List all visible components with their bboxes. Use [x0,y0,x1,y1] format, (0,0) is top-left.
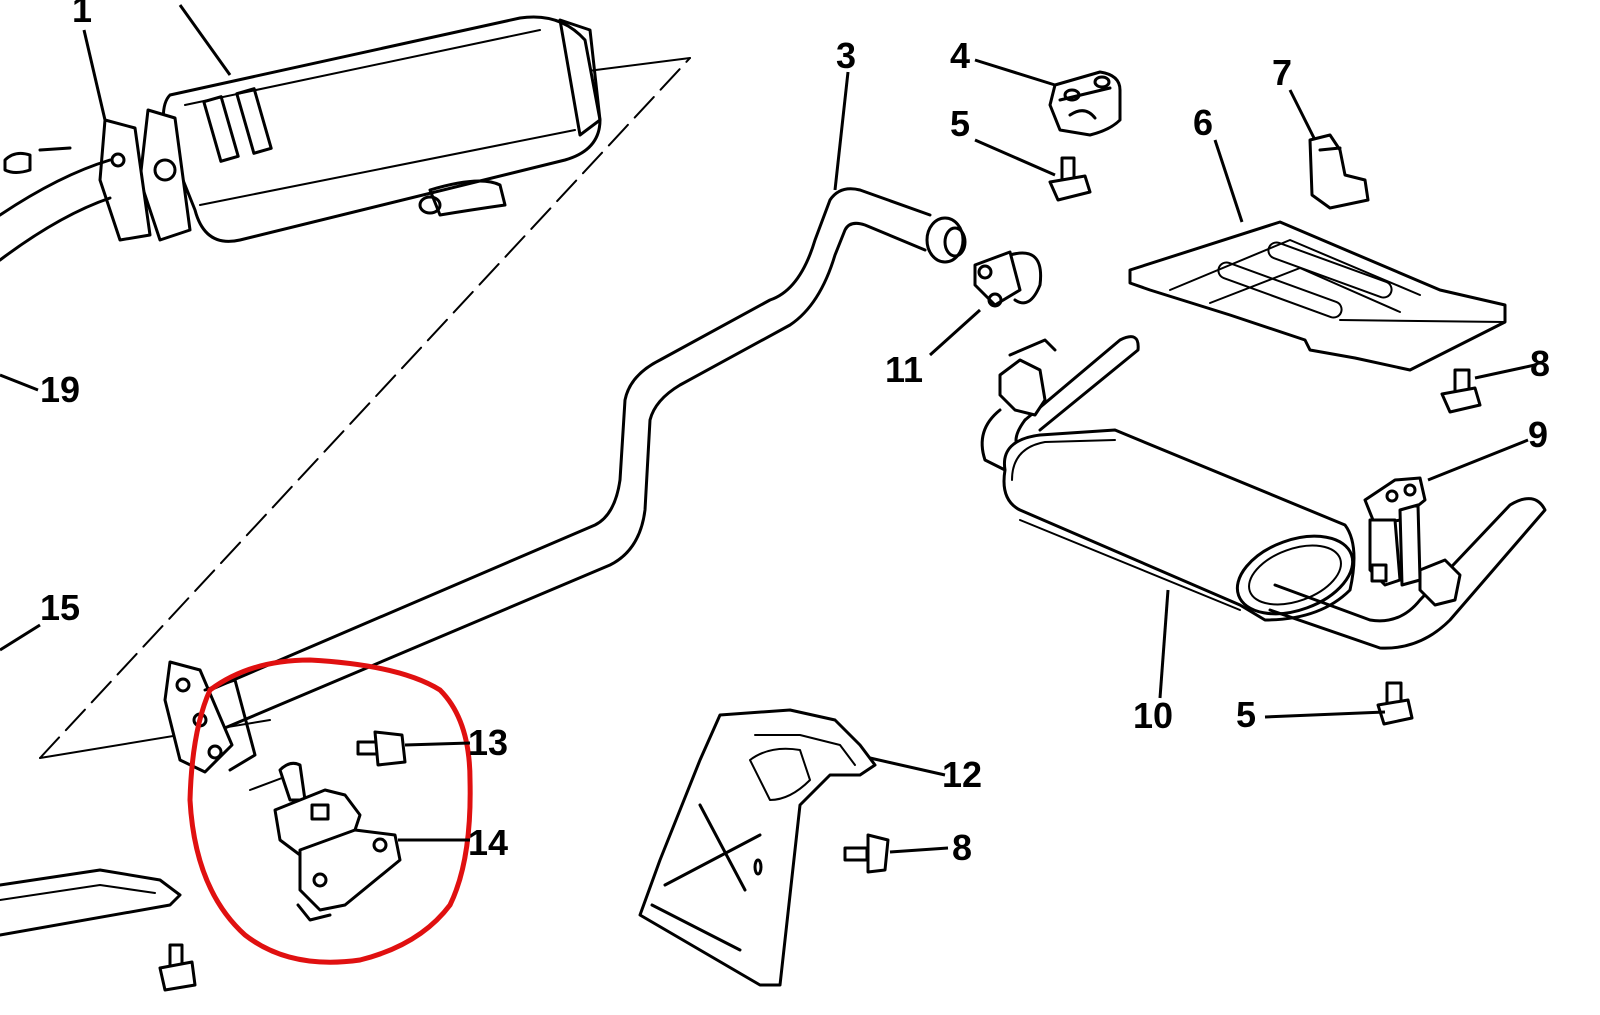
callout-4: 4 [950,35,970,76]
front-muffler-assembly [0,15,602,262]
u-bolt-clamp [973,250,1043,308]
callout-5-bottom: 5 [1236,694,1256,735]
callout-12: 12 [942,754,982,795]
heat-shield-rear [1128,220,1507,372]
bottom-left-bracket-partial [0,868,197,992]
callout-5-top: 5 [950,103,970,144]
rear-muffler-tailpipe [980,335,1547,650]
callout-10: 10 [1133,695,1173,736]
callout-8-bottom: 8 [952,827,972,868]
bolt-mount [356,730,407,767]
callout-15: 15 [40,587,80,628]
retaining-clip [1308,133,1370,210]
bolt-bottom [843,833,890,874]
highlight-circle [187,657,473,965]
heat-shield-front [638,708,877,987]
leader-lines [0,4,1536,854]
muffler-hanger-bracket [1363,476,1427,587]
bolt-top [1048,156,1092,202]
callout-6: 6 [1193,102,1213,143]
callout-7: 7 [1272,52,1292,93]
bolt-right [1440,368,1482,414]
callout-11: 11 [885,349,923,390]
callout-19: 19 [40,369,80,410]
callout-labels: 1 3 4 5 6 7 8 9 10 11 12 8 5 13 14 15 19 [40,0,1550,868]
callout-14: 14 [468,822,508,863]
bolt-bottom-right [1376,681,1414,726]
callout-9: 9 [1528,414,1548,455]
intermediate-pipe [163,187,967,774]
hanger-insulator-top [1048,70,1122,137]
callout-13: 13 [468,722,508,763]
callout-8-right: 8 [1530,343,1550,384]
callout-1: 1 [72,0,92,30]
pipe-hanger-isolator [273,761,402,922]
callout-3: 3 [836,35,856,76]
